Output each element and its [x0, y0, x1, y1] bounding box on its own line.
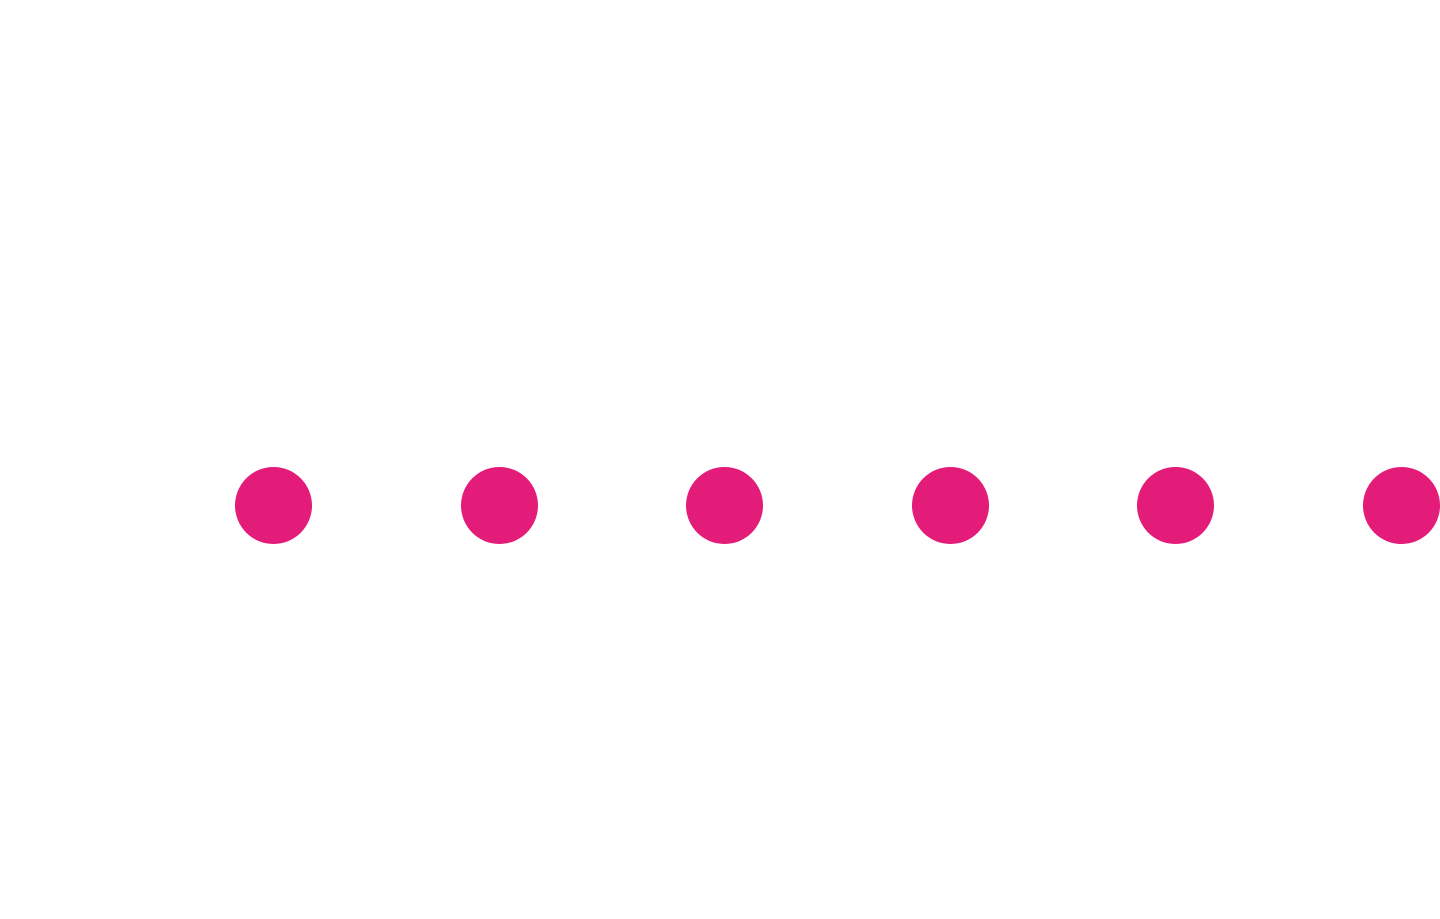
loading-dot [912, 467, 989, 544]
loading-dot [1363, 467, 1440, 544]
loading-dot [1137, 467, 1214, 544]
loading-dot [461, 467, 538, 544]
loading-dot [235, 467, 312, 544]
loading-dot [686, 467, 763, 544]
